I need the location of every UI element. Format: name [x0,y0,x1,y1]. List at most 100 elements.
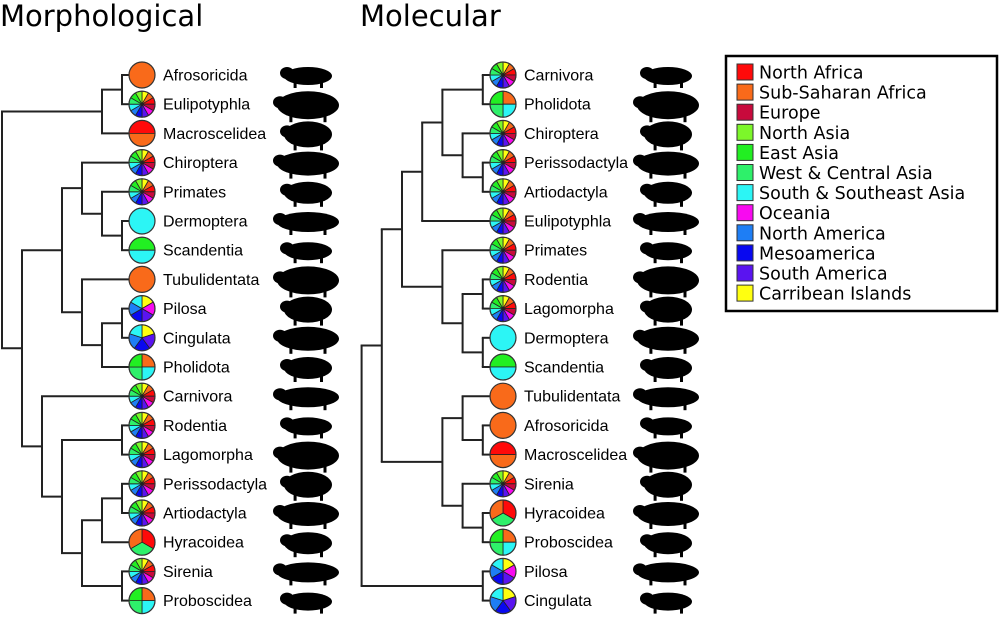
leaf-carnivora: Carnivora [489,61,692,89]
region-pie-icon [128,90,156,118]
animal-silhouette-icon [280,121,332,151]
leaf-tubulidentata: Tubulidentata [489,382,699,411]
taxon-label: Cingulata [524,593,592,610]
taxon-label: Perissodactyla [163,476,267,493]
leaf-hyracoidea: Hyracoidea [489,499,699,529]
taxon-label: Primates [524,243,587,260]
leaf-hyracoidea: Hyracoidea [128,528,332,558]
animal-silhouette-icon [273,212,339,235]
leaf-cingulata: Cingulata [128,324,339,354]
legend-label: North Asia [759,124,850,144]
taxon-label: Carnivora [524,68,593,85]
legend-swatch [736,184,754,202]
region-pie-icon [489,236,517,264]
legend-swatch [736,123,754,141]
animal-silhouette-icon [640,242,692,264]
legend-swatch [736,204,754,222]
animal-silhouette-icon [633,91,699,123]
animal-silhouette-icon [640,592,692,614]
region-pie-icon [489,265,517,293]
taxon-label: Scandentia [524,360,604,377]
leaf-artiodactyla: Artiodactyla [128,499,339,529]
leaf-lagomorpha: Lagomorpha [489,295,692,326]
region-pie-icon [128,61,156,89]
region-pie-icon [489,90,517,118]
leaf-macroscelidea: Macroscelidea [489,441,699,473]
region-pie-icon [489,178,517,206]
taxon-label: Afrosoricida [163,68,248,85]
legend-swatch [736,143,754,161]
region-pie-icon [489,557,517,586]
pie-slice [128,249,156,264]
leaf-artiodactyla: Artiodactyla [489,178,692,207]
taxon-label: Dermoptera [524,330,609,347]
pie-slice [489,454,517,468]
animal-silhouette-icon [280,357,332,382]
animal-silhouette-icon [280,296,332,326]
legend-label: South & Southeast Asia [759,184,965,204]
leaf-scandentia: Scandentia [489,353,692,382]
leaf-sirenia: Sirenia [489,470,692,501]
taxon-label: Proboscidea [524,535,613,552]
legend-label: North America [759,224,886,244]
legend-label: West & Central Asia [759,164,933,184]
region-pie-icon [128,324,156,352]
region-pie-icon [489,411,517,439]
taxon-label: Proboscidea [163,593,252,610]
taxon-label: Rodentia [524,272,588,289]
legend-swatch [736,284,754,302]
animal-silhouette-icon [640,296,692,326]
leaf-perissodactyla: Perissodactyla [128,470,332,501]
leaf-lagomorpha: Lagomorpha [128,441,339,473]
leaf-rodentia: Rodentia [489,265,699,298]
legend-swatch [736,103,754,121]
morphological-tree: AfrosoricidaEulipotyphlaMacroscelideaChi… [1,61,339,615]
region-pie-icon [489,61,517,89]
region-pie-icon [489,382,517,410]
pie-slice [489,353,517,368]
animal-silhouette-icon [633,562,699,586]
taxon-label: Sirenia [163,564,213,581]
region-pie-icon [489,207,517,235]
animal-silhouette-icon [640,121,692,151]
taxon-label: Eulipotyphla [524,214,611,231]
region-pie-icon [489,353,517,381]
animal-silhouette-icon [640,357,692,382]
taxon-label: Lagomorpha [524,301,614,318]
animal-silhouette-icon [280,532,332,558]
legend-label: South America [759,265,888,285]
animal-silhouette-icon [280,67,332,88]
animal-silhouette-icon [640,67,692,88]
region-pie-icon [128,411,156,439]
region-pie-icon [128,528,156,556]
leaf-proboscidea: Proboscidea [128,586,332,615]
pie-slice [489,441,517,455]
region-pie-icon [489,295,517,323]
region-pie-icon [489,324,517,352]
leaf-pilosa: Pilosa [128,295,332,326]
taxon-label: Carnivora [163,389,232,406]
leaf-dermoptera: Dermoptera [489,324,699,354]
region-pie-icon [128,470,156,498]
animal-silhouette-icon [273,326,339,354]
leaf-chiroptera: Chiroptera [128,149,339,179]
leaf-pholidota: Pholidota [128,353,332,382]
region-pie-icon [128,499,156,527]
animal-silhouette-icon [280,471,332,501]
leaf-cingulata: Cingulata [489,586,692,615]
region-pie-icon [489,586,517,615]
taxon-label: Sirenia [524,476,574,493]
taxon-label: Pilosa [524,564,568,581]
leaf-afrosoricida: Afrosoricida [489,411,692,439]
animal-silhouette-icon [273,441,339,473]
animal-silhouette-icon [273,91,339,123]
leaf-sirenia: Sirenia [128,557,339,586]
legend-box [724,54,999,313]
animal-silhouette-icon [273,387,339,411]
leaf-chiroptera: Chiroptera [489,119,692,151]
animal-silhouette-icon [640,471,692,501]
taxon-label: Chiroptera [524,126,599,143]
leaf-dermoptera: Dermoptera [128,207,339,235]
region-pie-icon [489,149,517,177]
